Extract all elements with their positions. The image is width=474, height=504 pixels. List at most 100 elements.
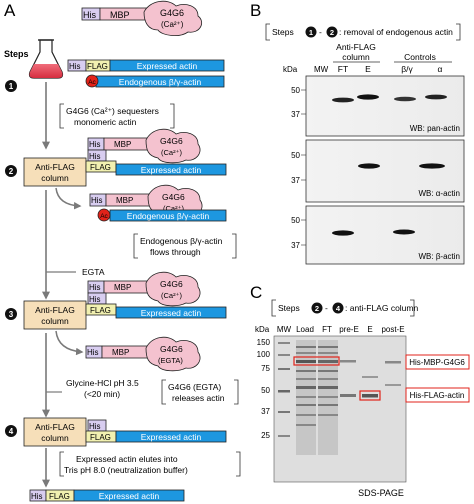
eluted-complex-2b: His MBP G4G6 (Ca²⁺) Endogenous β/γ-actin…	[89, 184, 227, 222]
g4g6-label: G4G6	[160, 8, 184, 18]
svg-text:Anti-FLAG: Anti-FLAG	[35, 162, 75, 172]
b-mw: MW	[314, 65, 329, 74]
band-bg	[394, 96, 416, 102]
svg-text:50: 50	[291, 216, 300, 225]
c-lane-ft: FT	[322, 325, 332, 334]
svg-text:His: His	[89, 283, 101, 292]
svg-text:releases actin: releases actin	[172, 393, 225, 403]
svg-text:Anti-FLAG: Anti-FLAG	[35, 422, 75, 432]
sds-page-gel: 150 100 75 50 37 25	[257, 335, 407, 483]
svg-text:MBP: MBP	[114, 140, 131, 149]
svg-text:4: 4	[9, 427, 14, 436]
svg-text:Expressed actin: Expressed actin	[137, 61, 198, 71]
svg-text:FLAG: FLAG	[49, 492, 70, 501]
svg-text:MBP: MBP	[112, 348, 129, 357]
svg-text:37: 37	[291, 176, 300, 185]
label-his-mbp-g4g6: His-MBP-G4G6	[405, 354, 470, 370]
svg-text:Expressed actin elutes into: Expressed actin elutes into	[76, 454, 178, 464]
step-1-marker: 1	[5, 80, 17, 92]
svg-text:1: 1	[9, 82, 14, 91]
panel-c-title: Steps 2 - 4 : anti-FLAG column	[271, 299, 418, 317]
band-ft	[332, 97, 354, 103]
anti-flag-column-2: Anti-FLAG column	[23, 157, 87, 187]
c-lane-post-e: post-E	[381, 325, 404, 334]
svg-text:Endogenous β/γ-actin: Endogenous β/γ-actin	[119, 77, 202, 87]
svg-text:WB: β-actin: WB: β-actin	[419, 252, 461, 261]
svg-text:His: His	[89, 152, 101, 161]
panel-c-letter: C	[250, 283, 262, 302]
svg-text:G4G6: G4G6	[160, 344, 183, 354]
b-header-controls: Controls	[404, 52, 436, 62]
svg-text:His: His	[89, 295, 101, 304]
bound-complex-2: His MBP G4G6 (Ca²⁺) His FLAG Expressed a…	[85, 128, 227, 176]
svg-text:37: 37	[291, 241, 300, 250]
svg-text:His: His	[31, 492, 43, 501]
c-lane-mw: MW	[277, 325, 292, 334]
svg-text:monomeric actin: monomeric actin	[74, 117, 137, 127]
svg-text:Steps: Steps	[278, 303, 300, 313]
svg-text:His: His	[91, 196, 103, 205]
svg-text:MBP: MBP	[116, 196, 133, 205]
flask-icon	[28, 39, 64, 79]
mbp-g4g6-band-box	[293, 356, 340, 366]
svg-text:50: 50	[261, 386, 270, 395]
note-flow: Endogenous β/γ-actin flows through	[133, 233, 237, 259]
svg-text:(EGTA): (EGTA)	[158, 356, 183, 365]
bound-complex-3: His MBP G4G6 (Ca²⁺) His FLAG Expressed a…	[85, 271, 227, 319]
release-arrow	[55, 330, 84, 356]
svg-text:flows through: flows through	[150, 247, 201, 257]
svg-text:WB: pan-actin: WB: pan-actin	[410, 124, 460, 133]
c-lane-pre-e: pre-E	[339, 325, 359, 334]
svg-text:150: 150	[257, 338, 271, 347]
step-4-marker: 4	[5, 425, 17, 437]
svg-text:Endogenous β/γ-actin: Endogenous β/γ-actin	[140, 236, 223, 246]
band-e	[357, 94, 379, 100]
svg-text:G4G6 (Ca²⁺) sequesters: G4G6 (Ca²⁺) sequesters	[66, 106, 159, 116]
released-g4g6: His MBP G4G6 (EGTA)	[85, 336, 201, 372]
g4g6-blob	[143, 0, 202, 36]
svg-text:25: 25	[261, 431, 270, 440]
panel-b: B Steps 1 - 2 : removal of endogenous ac…	[250, 1, 465, 265]
glycine-time: (<20 min)	[84, 389, 120, 399]
svg-text:Expressed actin: Expressed actin	[99, 491, 160, 501]
c-lane-load: Load	[296, 325, 314, 334]
svg-text:-: -	[325, 303, 328, 313]
svg-text:MBP: MBP	[114, 283, 131, 292]
svg-text:Endogenous β/γ-actin: Endogenous β/γ-actin	[127, 211, 210, 221]
step-2-marker: 2	[5, 165, 17, 177]
his-flag-actin-1: His FLAG Expressed actin	[67, 59, 225, 72]
svg-text:(Ca²⁺): (Ca²⁺)	[161, 148, 183, 157]
b-lane-ft: FT	[338, 64, 348, 74]
b-lane-e: E	[365, 64, 371, 74]
note-elute: Expressed actin elutes into Tris pH 8.0 …	[59, 451, 241, 477]
band-alpha	[425, 94, 447, 100]
note-sequester: G4G6 (Ca²⁺) sequesters monomeric actin	[59, 103, 175, 129]
svg-text:37: 37	[261, 407, 270, 416]
svg-text:2: 2	[9, 167, 14, 176]
panel-c: C Steps 2 - 4 : anti-FLAG column kDa MW …	[250, 283, 470, 498]
svg-text:column: column	[41, 316, 69, 326]
svg-text:1: 1	[309, 28, 313, 37]
endogenous-actin-1: Endogenous β/γ-actin Ac	[85, 74, 225, 88]
glycine-label: Glycine-HCl pH 3.5	[66, 378, 139, 388]
svg-text:50: 50	[291, 151, 300, 160]
svg-text:His: His	[89, 422, 101, 431]
note-release: G4G6 (EGTA) releases actin	[161, 379, 239, 405]
svg-text:FLAG: FLAG	[90, 163, 111, 172]
svg-text:3: 3	[9, 310, 14, 319]
blot-pan-actin: 50 37 WB: pan-actin	[291, 75, 465, 137]
blot-alpha-actin: 50 37 WB: α-actin	[291, 139, 465, 203]
top-construct: His MBP G4G6 (Ca²⁺)	[81, 0, 202, 36]
svg-text:Expressed actin: Expressed actin	[141, 165, 202, 175]
svg-text:Steps: Steps	[272, 27, 294, 37]
svg-text:column: column	[41, 173, 69, 183]
his-label: His	[83, 10, 96, 20]
anti-flag-column-4: Anti-FLAG column	[23, 417, 87, 447]
svg-text:(Ca²⁺): (Ca²⁺)	[163, 204, 185, 213]
svg-text:: removal of endogenous actin: : removal of endogenous actin	[339, 27, 453, 37]
svg-text:FLAG: FLAG	[90, 306, 111, 315]
b-lane-alpha: α	[438, 64, 443, 74]
panel-b-title: Steps 1 - 2 : removal of endogenous acti…	[265, 23, 461, 41]
sds-page-label: SDS-PAGE	[358, 488, 404, 498]
